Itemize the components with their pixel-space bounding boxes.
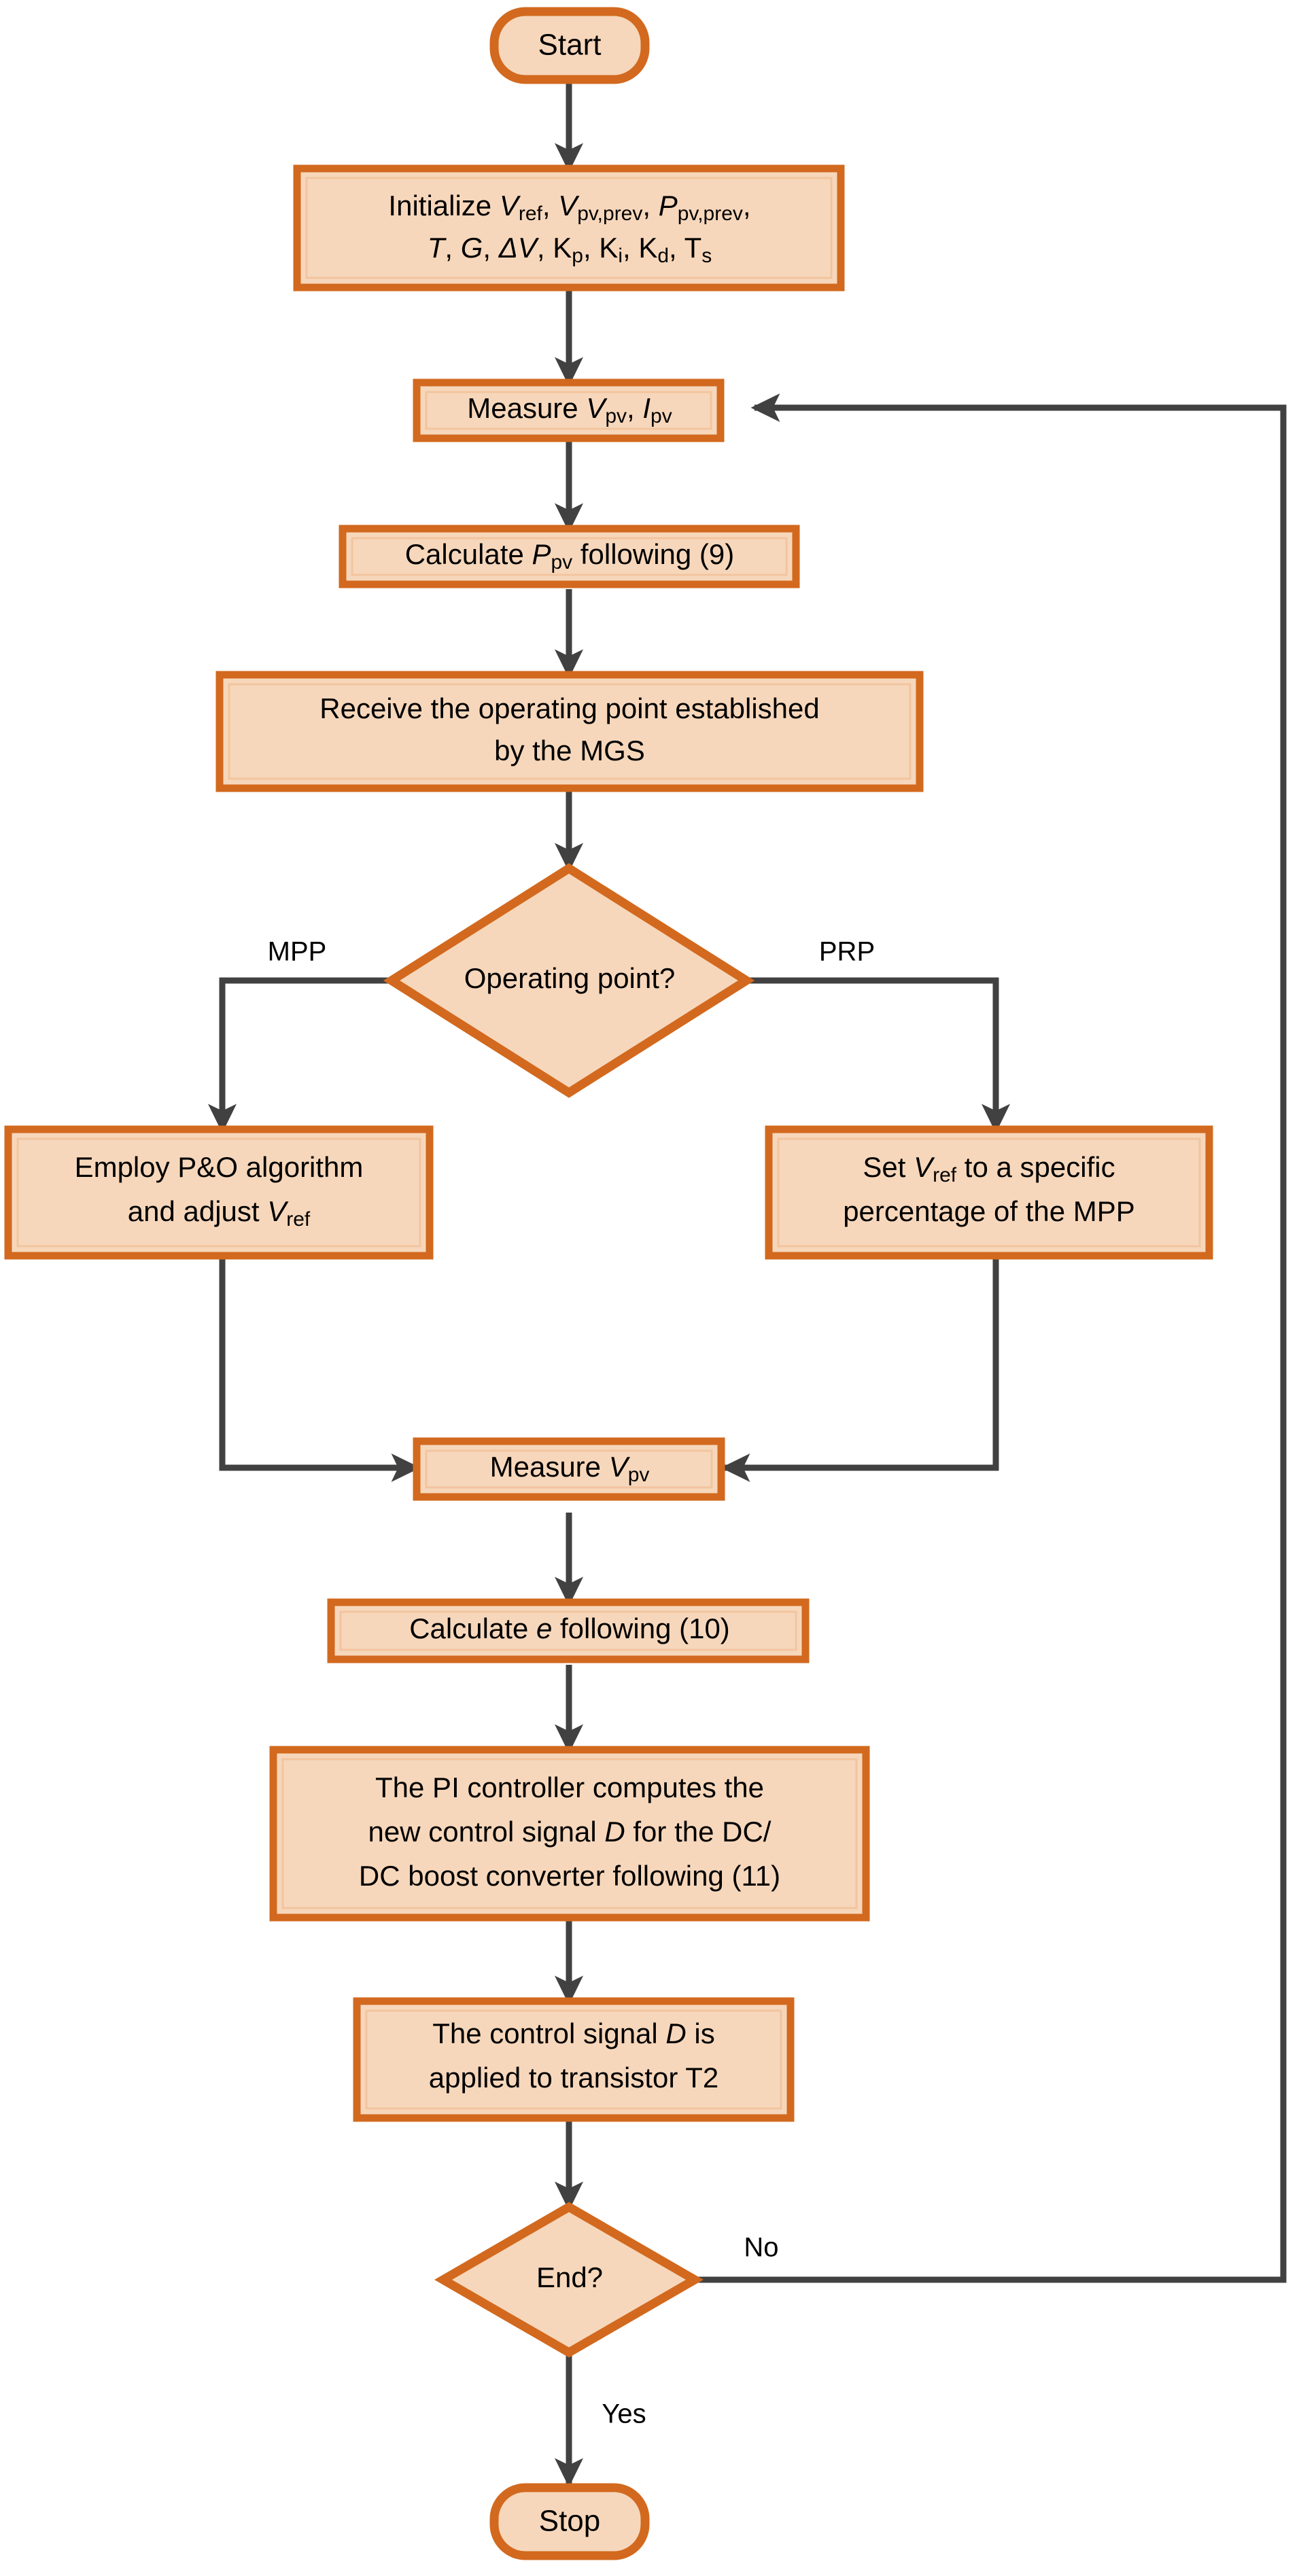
set-vref-shape [765, 1125, 1213, 1260]
connector-layer [207, 83, 1287, 2488]
edge-decision-prp-to-set-vref [658, 977, 1011, 1133]
calculate-e-shape-inner [339, 1610, 797, 1651]
node-operating-point-decision[interactable]: Operating point? [383, 863, 755, 1098]
receive-op-line2: by the MGS [494, 735, 645, 766]
receive-op-shape [215, 671, 924, 792]
end-decision-diamond [434, 2202, 704, 2358]
initialize-shape [293, 164, 845, 292]
measure-vi-shape-inner [425, 391, 712, 430]
employ-po-shape-inner [16, 1137, 421, 1248]
node-stop[interactable]: Stop [489, 2483, 650, 2560]
edge-label-yes: Yes [602, 2399, 646, 2429]
node-measure-vi[interactable]: Measure Vpv, Ipv [413, 378, 725, 442]
stop-label: Stop [539, 2505, 601, 2538]
end-decision-label: End? [536, 2261, 603, 2293]
calculate-e-label: Calculate e following (10) [409, 1612, 730, 1644]
node-calculate-e[interactable]: Calculate e following (10) [327, 1598, 810, 1663]
employ-po-line2: and adjust Vref [128, 1195, 311, 1231]
edge-label-no: No [744, 2233, 778, 2263]
employ-po-line1: Employ P&O algorithm [75, 1151, 364, 1183]
pi-controller-line2: new control signal D for the DC/ [368, 1816, 771, 1848]
set-vref-shape-inner [777, 1137, 1201, 1248]
node-receive-op[interactable]: Receive the operating point established … [215, 671, 924, 792]
node-end-decision[interactable]: End? [434, 2202, 704, 2358]
node-pi-controller[interactable]: The PI controller computes the new contr… [269, 1746, 870, 1922]
set-vref-line2: percentage of the MPP [843, 1195, 1135, 1227]
receive-op-shape-inner [228, 683, 912, 780]
apply-signal-line2: applied to transistor T2 [429, 2062, 718, 2094]
pi-controller-shape-inner [281, 1758, 858, 1909]
apply-signal-line1: The control signal D is [432, 2017, 715, 2049]
start-label: Start [538, 29, 602, 62]
measure-v-shape-inner [425, 1449, 713, 1489]
edge-employ-po-to-measure-v [219, 1256, 421, 1483]
node-apply-signal[interactable]: The control signal D is applied to trans… [353, 1997, 795, 2122]
initialize-line1: Initialize Vref, Vpv,prev, Ppv,prev, [388, 190, 750, 225]
pi-controller-line1: The PI controller computes the [375, 1771, 764, 1803]
measure-v-label: Measure Vpv [490, 1451, 650, 1486]
start-shape [489, 7, 650, 84]
measure-vi-label: Measure Vpv, Ipv [467, 392, 672, 427]
edge-set-vref-to-measure-v [721, 1256, 999, 1483]
edge-label-prp: PRP [819, 937, 875, 967]
edge-label-mpp: MPP [268, 937, 327, 967]
node-initialize[interactable]: Initialize Vref, Vpv,prev, Ppv,prev, T, … [293, 164, 845, 292]
stop-shape [489, 2483, 650, 2560]
calculate-p-label: Calculate Ppv following (9) [405, 538, 735, 574]
node-calculate-p[interactable]: Calculate Ppv following (9) [339, 525, 800, 588]
edge-end-no-feedback-loop [695, 393, 1287, 2283]
node-set-vref[interactable]: Set Vref to a specific percentage of the… [765, 1125, 1213, 1260]
node-employ-po[interactable]: Employ P&O algorithm and adjust Vref [4, 1125, 434, 1260]
employ-po-shape [4, 1125, 434, 1260]
node-start[interactable]: Start [489, 7, 650, 84]
operating-point-diamond [383, 863, 755, 1098]
pi-controller-line3: DC boost converter following (11) [359, 1860, 780, 1892]
set-vref-line1: Set Vref to a specific [863, 1151, 1115, 1186]
node-measure-v[interactable]: Measure Vpv [413, 1437, 725, 1501]
pi-controller-shape [269, 1746, 870, 1922]
initialize-line2: T, G, ΔV, Kp, Ki, Kd, Ts [428, 232, 712, 267]
apply-signal-shape-inner [365, 2009, 782, 2110]
apply-signal-shape [353, 1997, 795, 2122]
initialize-shape-inner [305, 177, 833, 279]
operating-point-label: Operating point? [464, 962, 676, 994]
receive-op-line1: Receive the operating point established [319, 692, 820, 724]
calculate-p-shape-inner [351, 537, 788, 576]
